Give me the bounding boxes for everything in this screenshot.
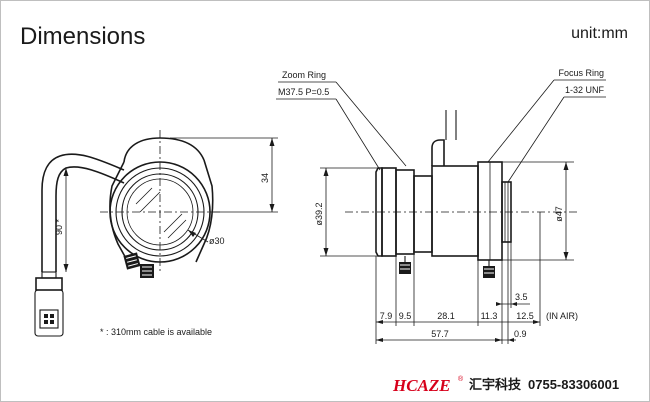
footer-brand: HCAZE ® 汇宇科技 0755-83306001 (392, 375, 619, 395)
arrow-head (323, 168, 329, 176)
side-view: Zoom Ring M37.5 P=0.5 Focus Ring 1-32 UN… (276, 68, 606, 344)
c-mount-thread (501, 181, 512, 243)
cable-length-label: 90 * (54, 218, 64, 235)
body-diameter-label: ø39.2 (314, 202, 324, 225)
arrow-head (323, 248, 329, 256)
arrow-head (533, 320, 540, 324)
overall-length-label: 57.7 (431, 329, 449, 339)
arrow-head (63, 168, 69, 176)
arrow-head (511, 302, 517, 306)
zoom-thread-callout: M37.5 P=0.5 (278, 87, 329, 97)
lens-glass (126, 178, 194, 246)
arrow-head (563, 252, 569, 260)
cable-sleeve (41, 271, 57, 279)
connector-plug (34, 289, 64, 337)
glass-reflection (167, 219, 187, 239)
glass-reflection (163, 213, 183, 233)
seg-2-label: 9.5 (399, 311, 412, 321)
arrow-head (563, 162, 569, 170)
glass-reflection (139, 191, 161, 213)
page-title: Dimensions (20, 23, 145, 50)
arrow-head (496, 302, 502, 306)
focus-ring-callout: Focus Ring (558, 68, 604, 78)
flange-gap-label: 3.5 (515, 292, 528, 302)
company-name: 汇宇科技 (469, 377, 522, 392)
brand-logo: HCAZE (392, 376, 451, 395)
zoom-screw-icon (123, 252, 141, 270)
arrow-head (63, 264, 69, 272)
arrow-head (376, 338, 383, 342)
arrow-head (269, 204, 275, 212)
seg-1-label: 7.9 (380, 311, 393, 321)
focus-ring-leader (487, 79, 555, 163)
mount-thread-leader (507, 96, 565, 183)
front-view: 90 * 3 (34, 130, 278, 337)
zoom-ring-leader (335, 81, 407, 167)
in-air-note: (IN AIR) (546, 311, 578, 321)
arrow-head (376, 320, 383, 324)
barrel-step (413, 175, 433, 253)
lens-ring-2 (115, 167, 205, 257)
arrow-head (269, 138, 275, 146)
focus-screw-icon (140, 264, 154, 278)
arrow-head (188, 230, 196, 237)
phone-number: 0755-83306001 (528, 377, 619, 392)
registered-mark: ® (458, 375, 464, 383)
connector-body (35, 277, 63, 291)
arrow-head (508, 338, 514, 342)
flange-thickness-label: 0.9 (514, 329, 527, 339)
glass-reflection (135, 187, 153, 205)
connector-pin (44, 314, 48, 318)
housing-top-bump (431, 139, 445, 166)
connector-face (39, 309, 59, 329)
main-housing (431, 165, 479, 257)
zoom-thread-leader (335, 98, 381, 171)
zoom-ring-callout: Zoom Ring (282, 70, 326, 80)
cable-outer-line (41, 153, 125, 272)
housing-top-arc (123, 137, 205, 163)
seg-4-label: 11.3 (481, 311, 498, 321)
unit-label: unit:mm (571, 25, 628, 42)
height-label: 34 (260, 173, 270, 183)
seg-3-label: 28.1 (437, 311, 455, 321)
connector-pin (44, 320, 48, 324)
housing-right-side (195, 159, 214, 263)
lens-ring-3 (121, 173, 199, 251)
mount-diameter-label: ø47 (554, 206, 564, 222)
connector-pin (50, 314, 54, 318)
mount-thread-callout: 1-32 UNF (565, 85, 605, 95)
connector-pin (50, 320, 54, 324)
side-focus-screw-icon (483, 260, 495, 278)
lens-diameter-label: ø30 (209, 236, 225, 246)
cable-footnote: * : 310mm cable is available (100, 327, 212, 337)
side-zoom-screw-icon (399, 256, 411, 274)
back-focus-label: 12.5 (516, 311, 534, 321)
